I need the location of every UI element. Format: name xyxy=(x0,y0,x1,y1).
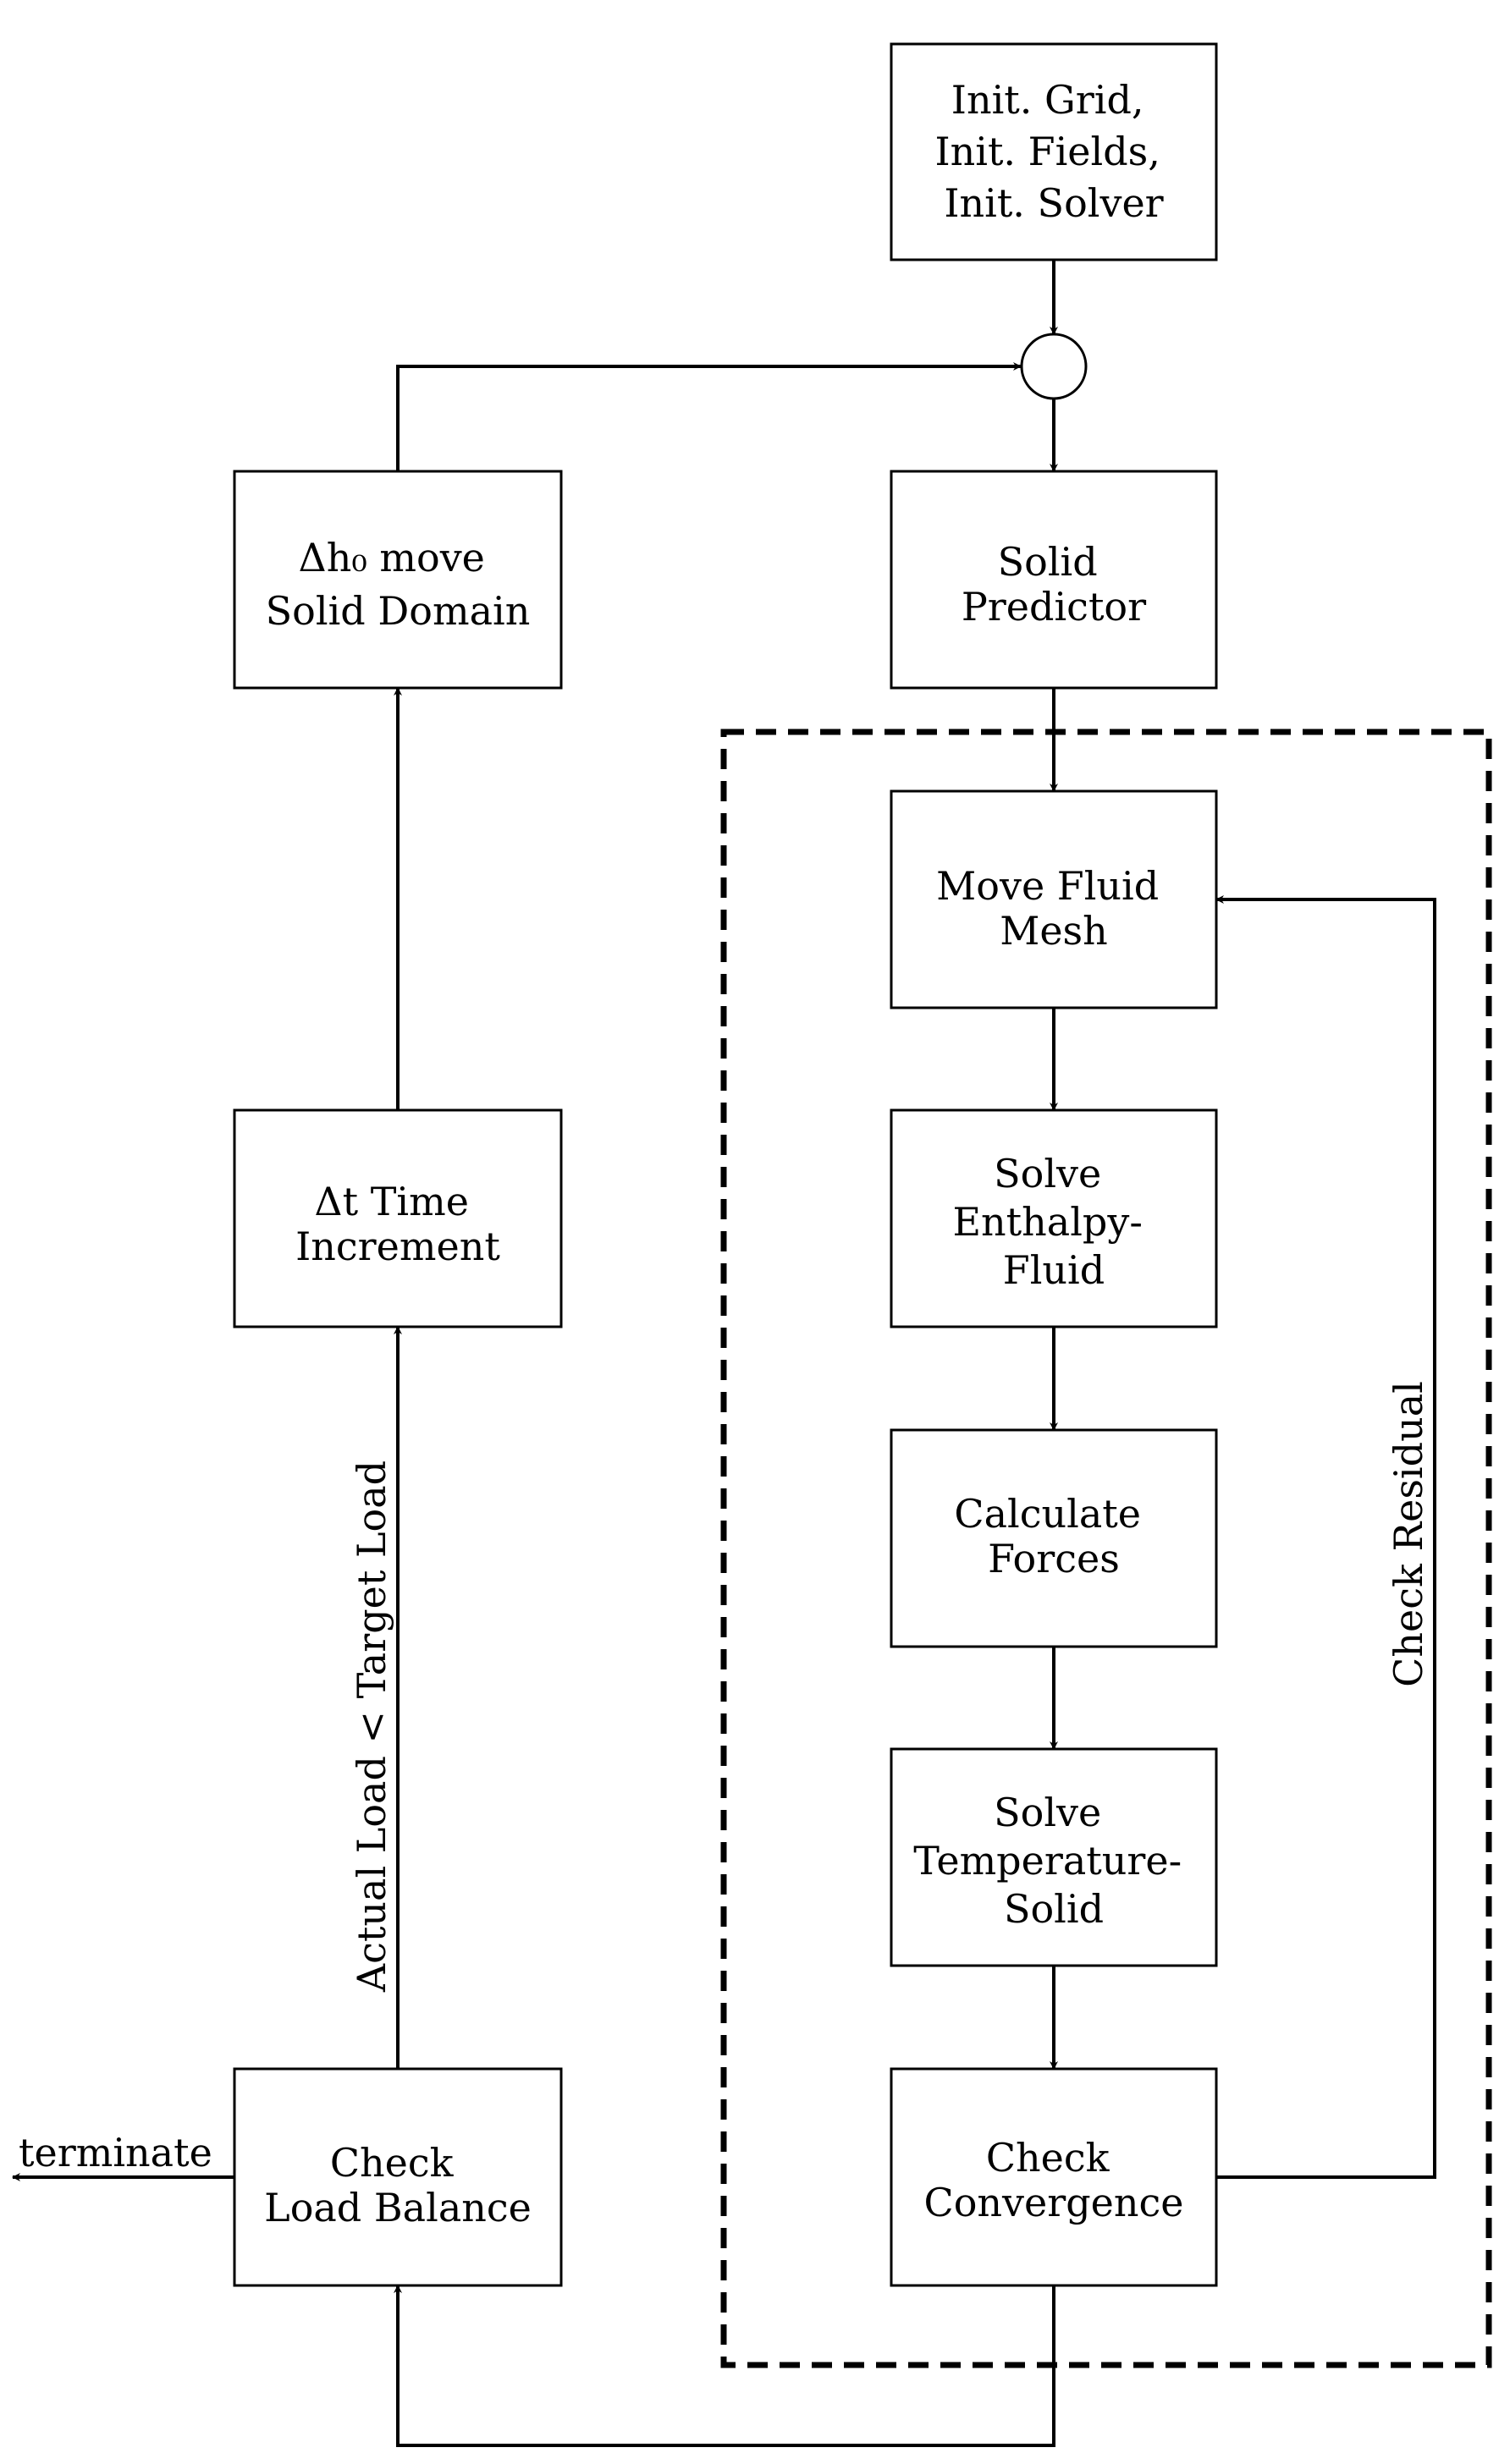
node-calc-forces-label: Calculate Forces xyxy=(954,1491,1153,1581)
node-calc-forces-box xyxy=(890,1428,1218,1648)
node-solid-predictor-label: Solid Predictor xyxy=(962,539,1146,630)
load-condition-label: Actual Load < Target Load xyxy=(349,1460,394,1993)
node-check-load-box xyxy=(233,2067,563,2287)
node-check-convergence-box xyxy=(890,2067,1218,2287)
edge-convergence-to-loadbalance xyxy=(394,2285,1055,2447)
node-move-fluid-label: Move Fluid Mesh xyxy=(936,863,1171,954)
node-time-increment-box xyxy=(233,1108,563,1328)
check-residual-label: Check Residual xyxy=(1386,1381,1431,1687)
node-move-fluid-box xyxy=(890,789,1218,1009)
node-move-solid-label: Δh₀ move Solid Domain xyxy=(266,535,531,634)
edge-movesolid-to-junction xyxy=(396,362,1022,471)
edge-check-residual-loop xyxy=(1215,895,1436,2179)
inner-loop-boundary xyxy=(720,729,1492,2368)
node-solve-enthalpy-box xyxy=(890,1108,1218,1328)
node-init-box xyxy=(890,42,1218,261)
terminate-label: terminate xyxy=(19,2130,212,2175)
node-init-label: Init. Grid, Init. Fields, Init. Solver xyxy=(934,77,1172,226)
node-solid-predictor-box xyxy=(890,470,1218,690)
merge-junction xyxy=(1020,333,1088,400)
node-solve-temperature-box xyxy=(890,1747,1218,1967)
node-solve-enthalpy-label: Solve Enthalpy- Fluid xyxy=(952,1151,1155,1293)
node-time-increment-label: Δt Time Increment xyxy=(295,1179,500,1269)
node-solve-temperature-label: Solve Temperature- Solid xyxy=(913,1790,1194,1932)
node-check-load-label: Check Load Balance xyxy=(264,2140,532,2230)
node-check-convergence-label: Check Convergence xyxy=(924,2135,1184,2225)
node-move-solid-box xyxy=(233,470,563,690)
